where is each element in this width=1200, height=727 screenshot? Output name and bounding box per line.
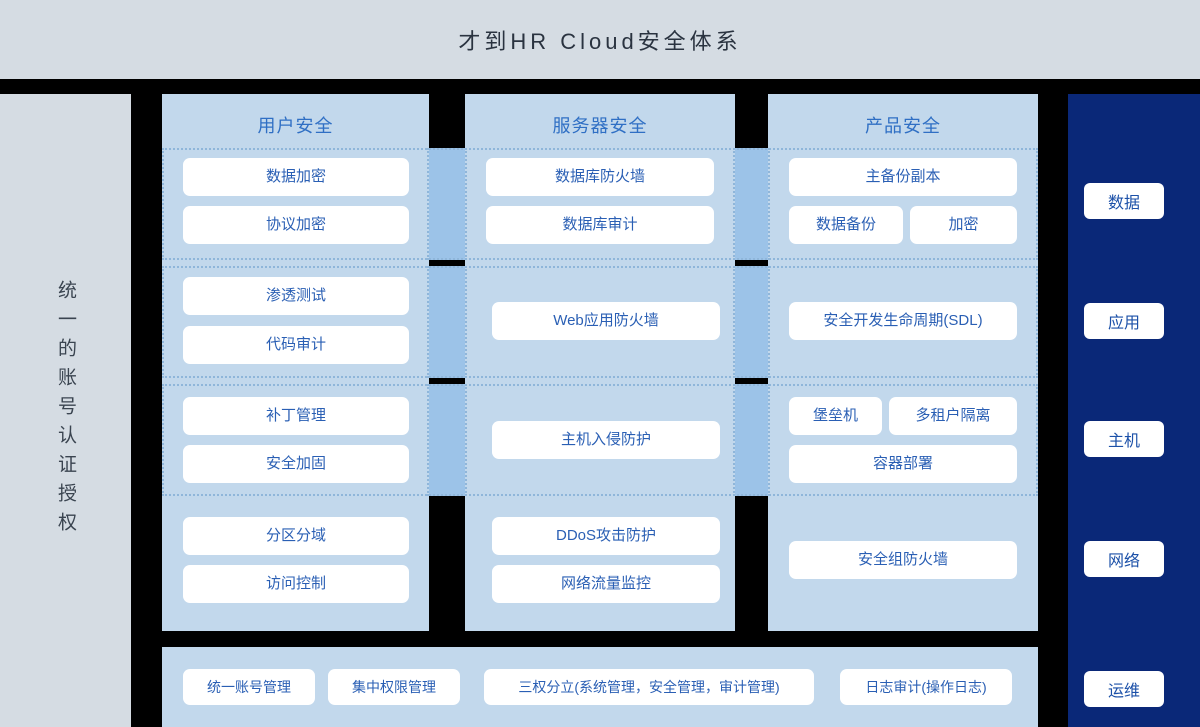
band-connector [735, 384, 768, 496]
security-item-chip[interactable]: 安全加固 [183, 445, 409, 483]
band-connector [429, 266, 465, 378]
security-matrix-board: 用户安全 数据加密协议加密渗透测试代码审计补丁管理安全加固分区分域访问控制 服务… [162, 94, 1038, 631]
right-axis-panel: 数据应用主机网络运维 [1068, 94, 1200, 727]
security-item-chip[interactable]: 渗透测试 [183, 277, 409, 315]
security-item-chip[interactable]: 主备份副本 [789, 158, 1017, 196]
operations-chip[interactable]: 日志审计(操作日志) [840, 669, 1012, 705]
security-item-chip[interactable]: Web应用防火墙 [492, 302, 720, 340]
security-item-chip[interactable]: 协议加密 [183, 206, 409, 244]
page-header: 才到HR Cloud安全体系 [0, 0, 1200, 79]
security-item-chip[interactable]: 数据备份 [789, 206, 903, 244]
band-connector [735, 148, 768, 260]
band-connector [429, 384, 465, 496]
layer-pill-0[interactable]: 数据 [1084, 183, 1164, 219]
security-item-chip[interactable]: 多租户隔离 [889, 397, 1017, 435]
operations-chip[interactable]: 集中权限管理 [328, 669, 460, 705]
security-item-chip[interactable]: 堡垒机 [789, 397, 882, 435]
column-user-security: 用户安全 数据加密协议加密渗透测试代码审计补丁管理安全加固分区分域访问控制 [162, 94, 429, 631]
layer-pill-1[interactable]: 应用 [1084, 303, 1164, 339]
column-title-user-security: 用户安全 [257, 116, 334, 136]
layer-pill-3[interactable]: 网络 [1084, 541, 1164, 577]
operations-chip[interactable]: 统一账号管理 [183, 669, 315, 705]
security-item-chip[interactable]: 安全组防火墙 [789, 541, 1017, 579]
layer-pill-2[interactable]: 主机 [1084, 421, 1164, 457]
security-item-chip[interactable]: DDoS攻击防护 [492, 517, 720, 555]
security-item-chip[interactable]: 补丁管理 [183, 397, 409, 435]
security-item-chip[interactable]: 访问控制 [183, 565, 409, 603]
operations-bar: 统一账号管理集中权限管理三权分立(系统管理，安全管理，审计管理) 日志审计(操作日… [162, 647, 1038, 727]
column-server-security: 服务器安全 数据库防火墙数据库审计 Web应用防火墙主机入侵防护 DDoS攻击防护网… [465, 94, 735, 631]
security-item-chip[interactable]: 数据库审计 [486, 206, 714, 244]
layer-pill-4[interactable]: 运维 [1084, 671, 1164, 707]
operations-chip[interactable]: 三权分立(系统管理，安全管理，审计管理) [484, 669, 814, 705]
security-item-chip[interactable]: 数据库防火墙 [486, 158, 714, 196]
column-title-server-security: 服务器安全 [552, 116, 648, 136]
column-title-product-security: 产品安全 [865, 116, 941, 136]
band-connector [735, 266, 768, 378]
left-axis-label: 统一的账号认证授权 [55, 280, 76, 541]
page-title: 才到HR Cloud安全体系 [458, 28, 742, 54]
security-item-chip[interactable]: 数据加密 [183, 158, 409, 196]
security-item-chip[interactable]: 分区分域 [183, 517, 409, 555]
security-item-chip[interactable]: 容器部署 [789, 445, 1017, 483]
security-item-chip[interactable]: 代码审计 [183, 326, 409, 364]
security-item-chip[interactable]: 网络流量监控 [492, 565, 720, 603]
column-product-security: 产品安全 主备份副本数据备份加密安全开发生命周期(SDL) 堡垒机多租户隔离容器部… [768, 94, 1038, 631]
left-axis-panel: 统一的账号认证授权 [0, 94, 131, 727]
security-item-chip[interactable]: 主机入侵防护 [492, 421, 720, 459]
security-item-chip[interactable]: 安全开发生命周期(SDL) [789, 302, 1017, 340]
security-item-chip[interactable]: 加密 [910, 206, 1017, 244]
band-connector [429, 148, 465, 260]
